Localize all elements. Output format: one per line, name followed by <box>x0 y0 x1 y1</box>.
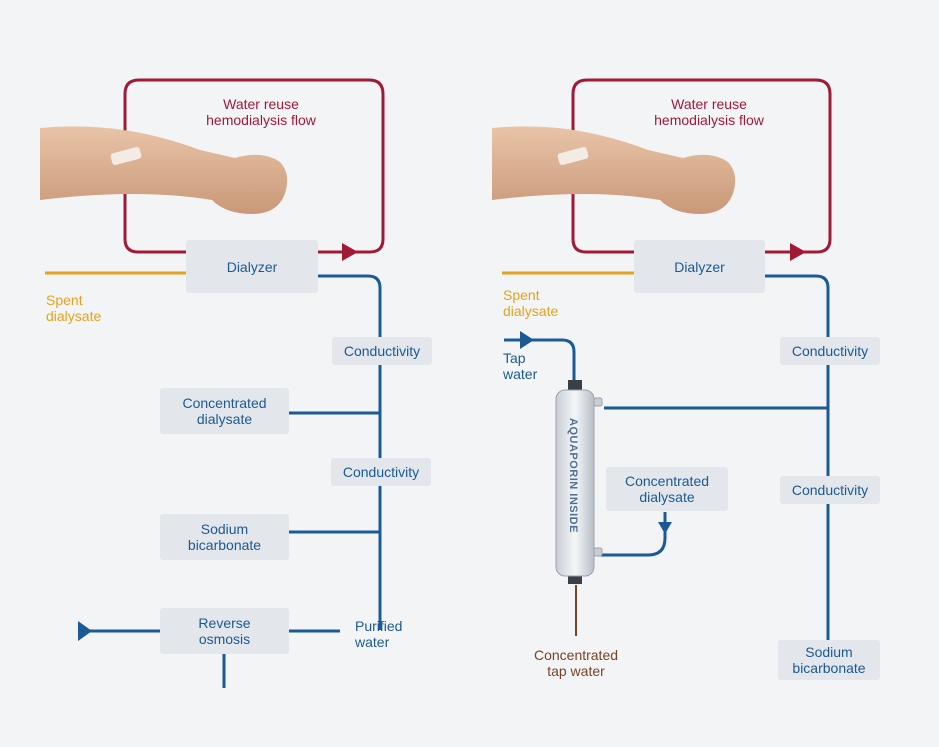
right-spent-dialysate-label: Spent dialysate <box>503 287 559 319</box>
right-loop-label: Water reuse hemodialysis flow <box>654 96 764 128</box>
left-conductivity-2-box: Conductivity <box>331 458 431 486</box>
left-dialyzer-box: Dialyzer <box>186 240 318 293</box>
left-arm-illustration <box>40 126 288 214</box>
left-concentrated-dialysate-box: Concentrated dialysate <box>160 388 289 434</box>
dialysate-arrow <box>658 522 672 534</box>
filter-brand-text: AQUAPORIN INSIDE <box>567 418 579 533</box>
right-loop-arrow <box>790 243 806 261</box>
aquaporin-filter-icon: AQUAPORIN INSIDE <box>555 380 603 584</box>
left-blood-loop <box>123 78 385 261</box>
left-conductivity-1-box: Conductivity <box>332 337 432 365</box>
right-conductivity-1-box: Conductivity <box>780 337 880 365</box>
left-reverse-osmosis-box: Reverse osmosis <box>160 608 289 654</box>
purified-water-label: Purified water <box>355 618 403 650</box>
right-conductivity-2-box: Conductivity <box>780 476 880 504</box>
left-spent-dialysate-label: Spent dialysate <box>46 292 102 324</box>
left-water-lines <box>88 274 382 688</box>
left-drain-arrow <box>78 621 92 641</box>
tap-water-arrow <box>520 331 534 349</box>
right-concentrated-dialysate-box: Concentrated dialysate <box>606 467 728 511</box>
tap-water-label: Tap water <box>503 350 538 382</box>
left-loop-arrow <box>342 243 358 261</box>
concentrated-tap-water-label: Concentrated tap water <box>533 647 619 679</box>
left-loop-label: Water reuse hemodialysis flow <box>206 96 316 128</box>
right-arm-illustration <box>492 126 736 214</box>
right-water-lines <box>504 274 830 640</box>
right-blood-loop <box>571 78 832 261</box>
right-dialyzer-box: Dialyzer <box>634 240 765 293</box>
left-sodium-bicarbonate-box: Sodium bicarbonate <box>160 514 289 560</box>
right-sodium-bicarbonate-box: Sodium bicarbonate <box>778 640 880 680</box>
